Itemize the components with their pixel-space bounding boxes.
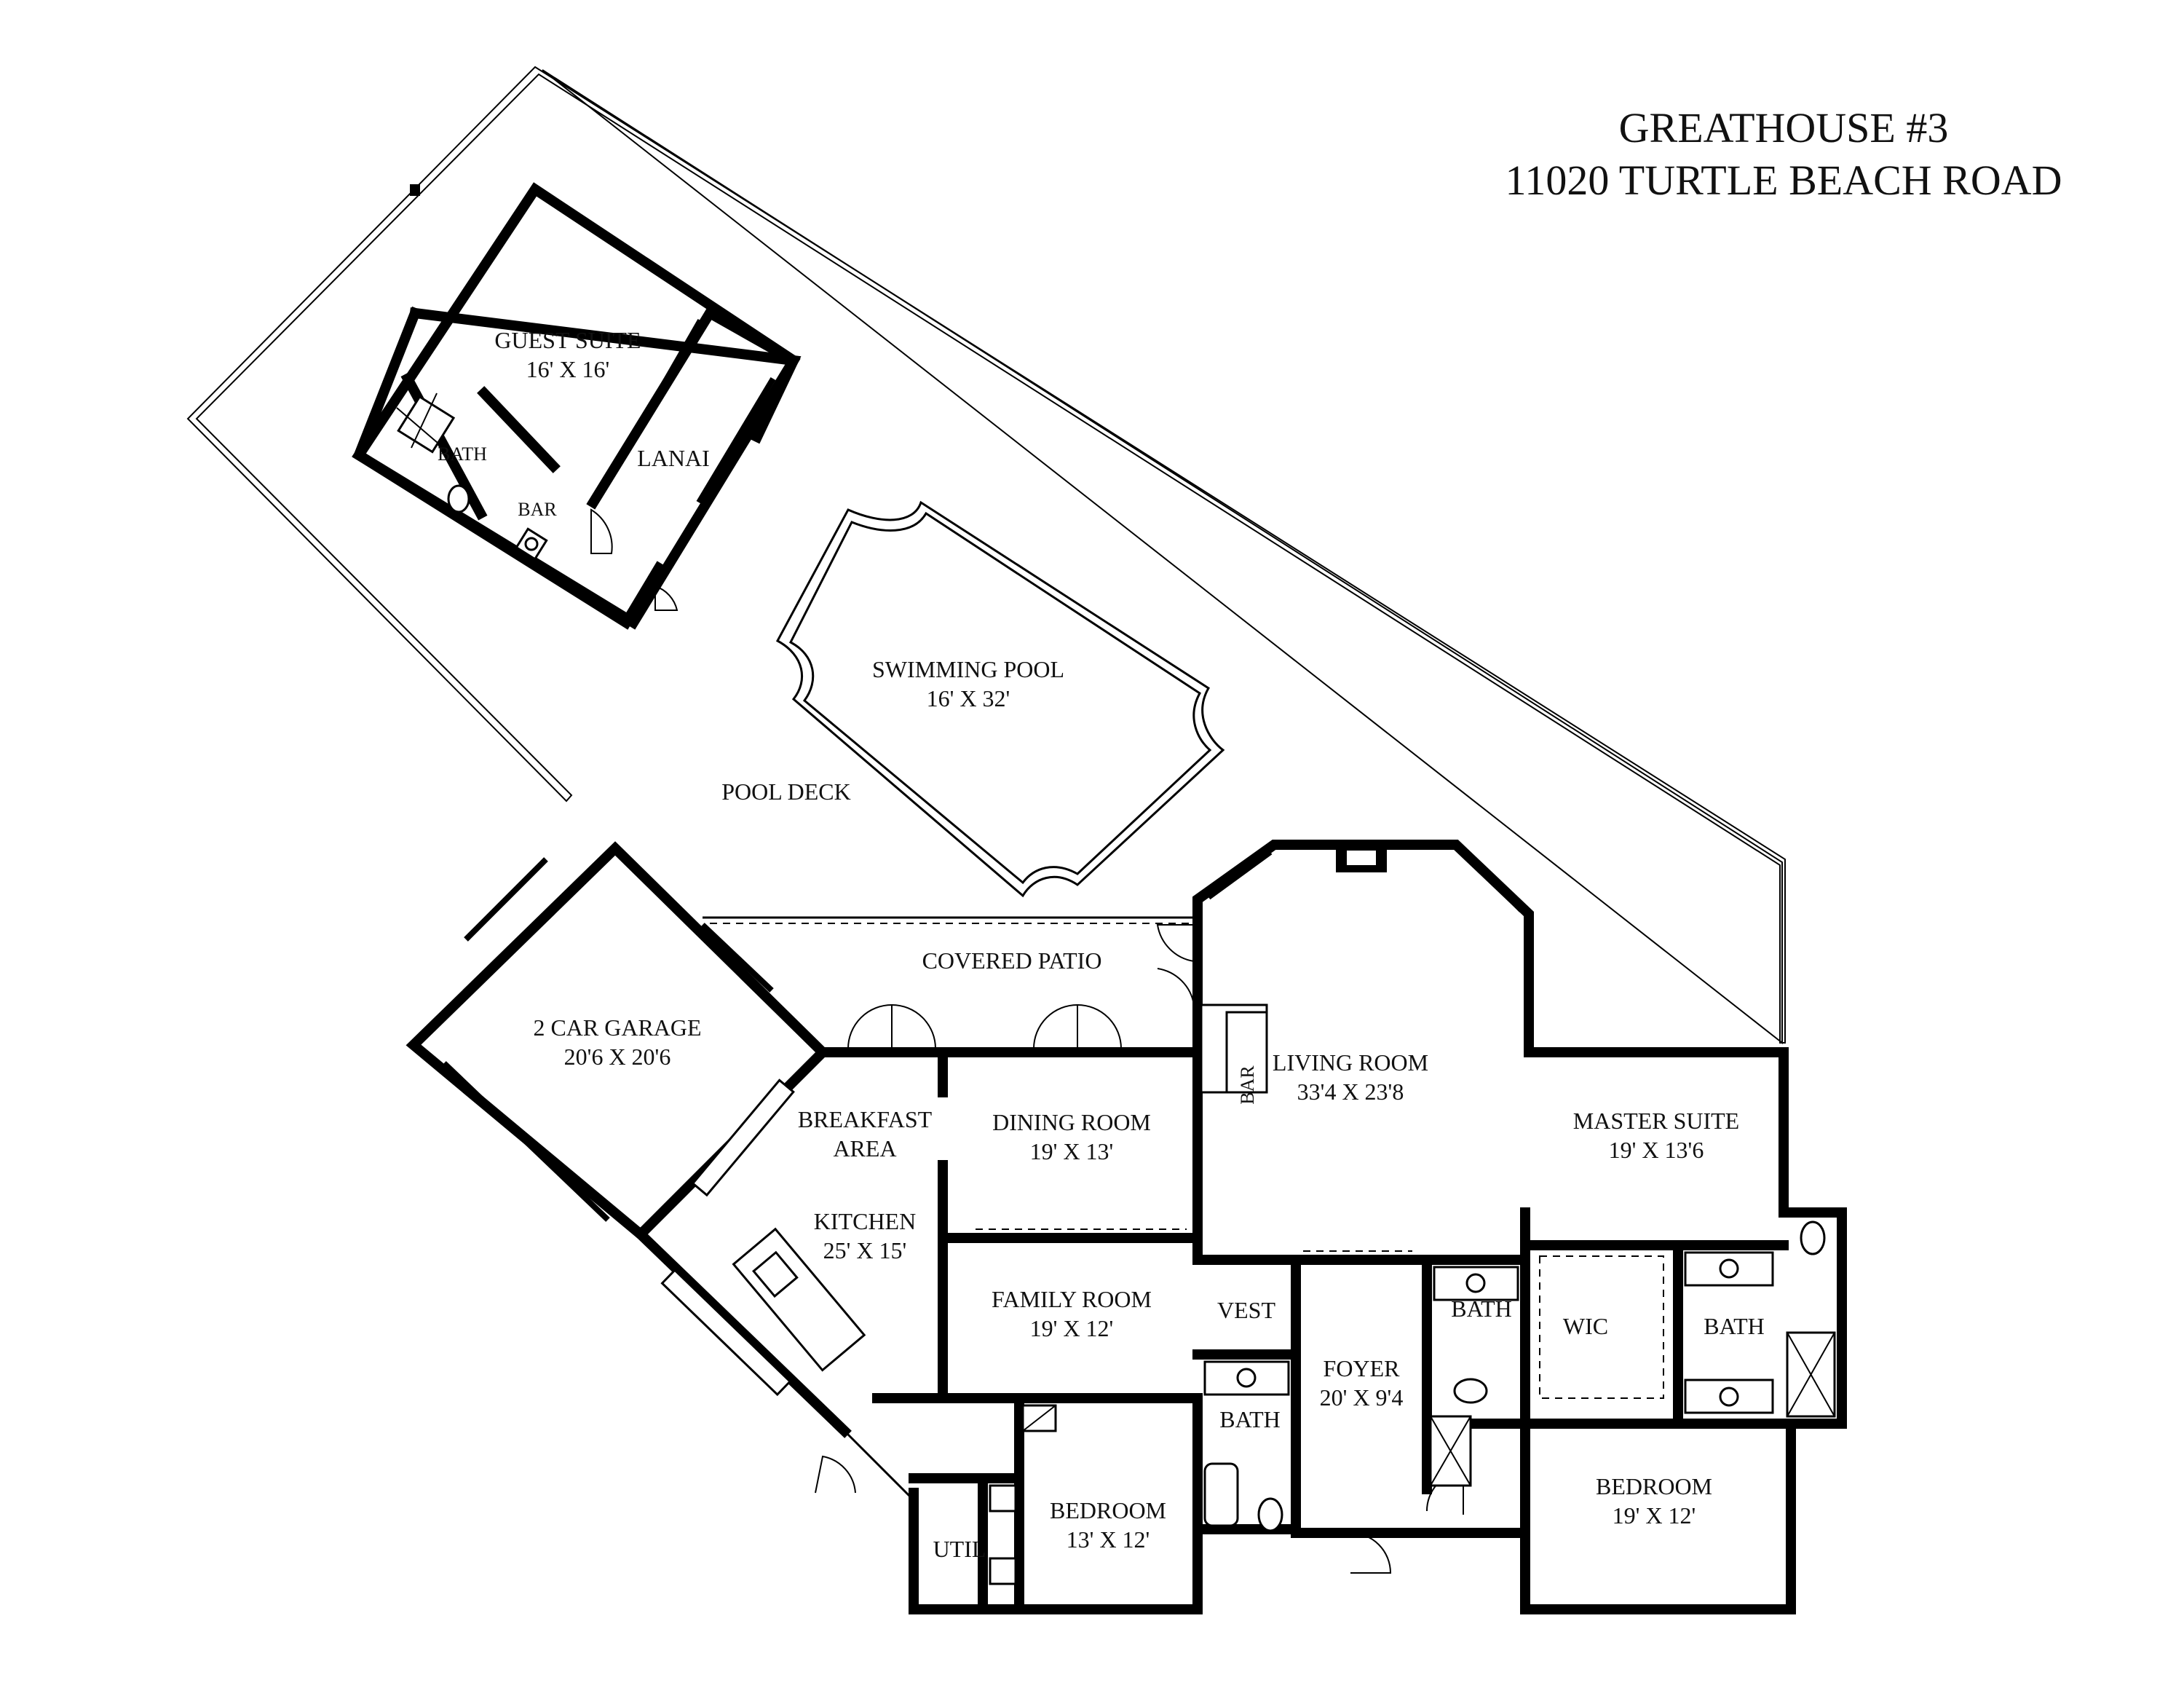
guest-suite-size: 16' X 16' bbox=[526, 356, 610, 382]
living-room-label: LIVING ROOM bbox=[1273, 1049, 1428, 1076]
dining-room-label: DINING ROOM bbox=[992, 1109, 1151, 1135]
bedroom-left-label: BEDROOM bbox=[1050, 1497, 1166, 1523]
vest-label: VEST bbox=[1217, 1297, 1275, 1323]
guest-bar-label: BAR bbox=[518, 499, 557, 520]
master-suite-size: 19' X 13'6 bbox=[1609, 1137, 1704, 1163]
util-label: UTIL bbox=[933, 1536, 986, 1562]
bedroom-right-label: BEDROOM bbox=[1596, 1473, 1712, 1499]
breakfast-label-line-2: AREA bbox=[833, 1135, 896, 1162]
title-line-1: GREATHOUSE #3 bbox=[1618, 104, 1949, 151]
center-bath-label: BATH bbox=[1451, 1295, 1512, 1322]
kitchen-size: 25' X 15' bbox=[823, 1237, 907, 1263]
title-line-2: 11020 TURTLE BEACH ROAD bbox=[1505, 157, 2062, 204]
covered-patio-label: COVERED PATIO bbox=[922, 947, 1102, 974]
wic-label: WIC bbox=[1563, 1313, 1608, 1339]
door-swings bbox=[815, 924, 1464, 1574]
living-room-size: 33'4 X 23'8 bbox=[1297, 1078, 1404, 1105]
breakfast-label-line-1: BREAKFAST bbox=[798, 1106, 933, 1132]
dining-room-size: 19' X 13' bbox=[1030, 1138, 1114, 1164]
master-bath-label: BATH bbox=[1704, 1313, 1765, 1339]
master-suite-label: MASTER SUITE bbox=[1573, 1108, 1739, 1134]
plan-title: GREATHOUSE #3 11020 TURTLE BEACH ROAD bbox=[1456, 102, 2111, 207]
hall-bath-label: BATH bbox=[1219, 1406, 1281, 1432]
foyer-label: FOYER bbox=[1324, 1355, 1401, 1381]
bedroom-left-size: 13' X 12' bbox=[1067, 1526, 1150, 1553]
guest-suite-label: GUEST SUITE bbox=[494, 327, 641, 353]
pool-deck-label: POOL DECK bbox=[721, 778, 850, 805]
garage-label: 2 CAR GARAGE bbox=[533, 1014, 701, 1041]
family-room-size: 19' X 12' bbox=[1030, 1315, 1114, 1341]
kitchen-label: KITCHEN bbox=[814, 1208, 916, 1234]
bedroom-right-size: 19' X 12' bbox=[1613, 1502, 1696, 1529]
lanai-label: LANAI bbox=[637, 445, 710, 471]
family-room-label: FAMILY ROOM bbox=[992, 1286, 1152, 1312]
pool-label: SWIMMING POOL bbox=[872, 656, 1064, 682]
foyer-size: 20' X 9'4 bbox=[1320, 1384, 1404, 1411]
guest-suite-structure bbox=[352, 182, 802, 630]
pool-size: 16' X 32' bbox=[927, 685, 1010, 711]
bathroom-fixtures bbox=[989, 1220, 1836, 1585]
pool-deck-outline bbox=[186, 66, 1786, 1045]
garage-size: 20'6 X 20'6 bbox=[564, 1044, 671, 1070]
main-house-walls bbox=[405, 840, 1847, 1614]
guest-bath-label: BATH bbox=[438, 443, 487, 465]
living-bar-label: BAR bbox=[1237, 1065, 1258, 1105]
swimming-pool-shape bbox=[775, 500, 1225, 898]
